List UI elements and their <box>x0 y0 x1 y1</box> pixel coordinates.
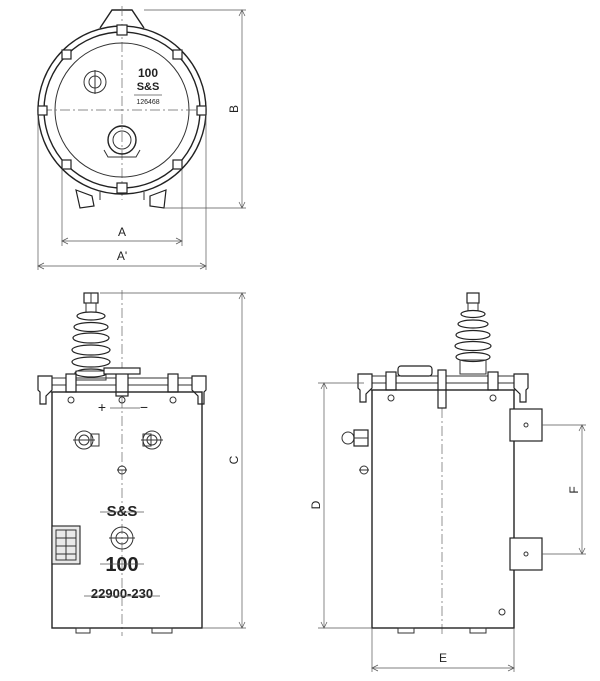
dim-b-label: B <box>227 105 241 113</box>
tank-body <box>51 391 203 629</box>
hv-bushing-top <box>107 125 137 155</box>
tank-body-side <box>371 389 515 629</box>
upper-bracket <box>509 408 543 442</box>
lid-clamps-side <box>357 365 529 409</box>
top-serial: 126468 <box>136 99 159 106</box>
dim-c-label: C <box>227 455 241 464</box>
polarity-plus: + <box>98 399 106 415</box>
pole-brackets <box>509 408 543 571</box>
dim-a-label: A <box>118 225 126 239</box>
dim-a-prime-label: A' <box>117 249 127 263</box>
hv-bushing-side <box>454 292 492 375</box>
front-view: + − S&S 100 22900-230 <box>37 290 246 636</box>
polarity-minus: − <box>140 399 148 415</box>
side-view: F D E <box>309 292 586 672</box>
nameplate <box>51 525 81 565</box>
secondary-terminals-top <box>75 189 167 209</box>
front-voltage: 22900-230 <box>91 586 153 601</box>
top-view: 100 S&S 126468 B A A' <box>37 6 246 270</box>
dim-e-label: E <box>439 651 447 665</box>
secondary-bushings-front <box>73 430 163 450</box>
dim-d-label: D <box>309 500 323 509</box>
front-rating: 100 <box>105 554 138 576</box>
dim-f-label: F <box>567 486 581 493</box>
lower-bracket <box>509 537 543 571</box>
hv-bushing-front <box>71 292 111 381</box>
secondary-bushing-side <box>341 429 369 447</box>
front-logo: S&S <box>107 503 138 520</box>
top-logo: S&S <box>137 81 160 93</box>
top-rating: 100 <box>138 66 158 80</box>
cover-clamps <box>37 24 207 194</box>
